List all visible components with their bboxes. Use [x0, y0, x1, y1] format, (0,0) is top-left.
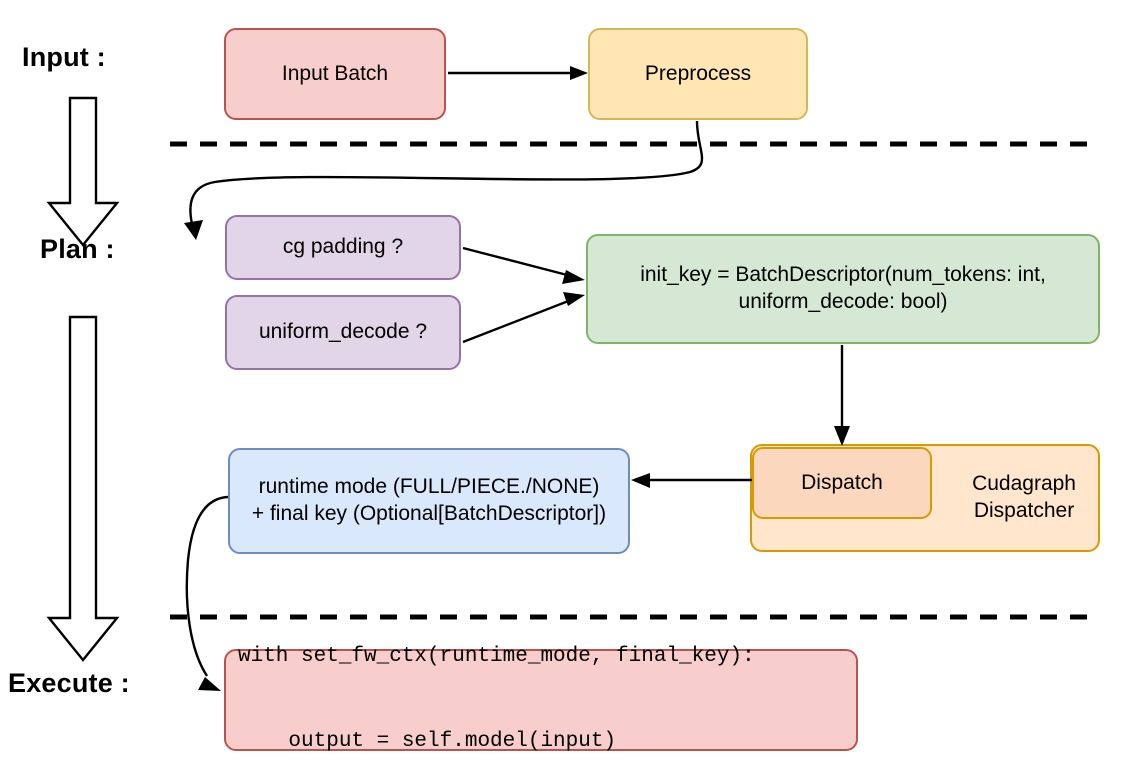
connector-cg-padding-to-init-key: [462, 246, 585, 284]
node-preprocess[interactable]: Preprocess: [588, 28, 808, 120]
connector-dispatch-to-runtime-mode: [631, 473, 752, 488]
stage-label-input: Input :: [22, 42, 106, 72]
node-uniform-decode-label: uniform_decode ?: [258, 320, 428, 344]
node-init-key[interactable]: init_key = BatchDescriptor(num_tokens: i…: [586, 234, 1100, 344]
node-input-batch[interactable]: Input Batch: [224, 28, 446, 120]
stage-label-execute: Execute :: [8, 668, 130, 698]
node-runtime-mode-line1: runtime mode (FULL/PIECE./NONE): [258, 475, 600, 499]
down-block-arrow-icon-input-plan: [46, 96, 120, 247]
node-cg-padding[interactable]: cg padding ?: [225, 215, 461, 280]
down-block-arrow-icon-plan-execute: [46, 315, 120, 662]
node-init-key-line1: init_key = BatchDescriptor(num_tokens: i…: [640, 263, 1046, 287]
connector-init-key-to-dispatch: [834, 345, 850, 446]
node-preprocess-label: Preprocess: [644, 61, 752, 85]
connector-runtime-mode-to-execute-code: [185, 495, 229, 691]
node-cudagraph-dispatcher-line1: Cudagraph: [972, 472, 1076, 496]
node-uniform-decode[interactable]: uniform_decode ?: [225, 295, 461, 370]
node-dispatch[interactable]: Dispatch: [752, 447, 932, 519]
connector-uniform-decode-to-init-key: [462, 292, 585, 344]
connector-input-batch-to-preprocess: [448, 66, 588, 80]
node-cg-padding-label: cg padding ?: [282, 235, 404, 259]
node-execute-code-line2: output = self.model(input): [238, 730, 617, 754]
node-input-batch-label: Input Batch: [281, 61, 389, 85]
node-cudagraph-dispatcher-line2: Dispatcher: [973, 499, 1075, 522]
node-runtime-mode-line2: + final key (Optional[BatchDescriptor]): [251, 502, 607, 525]
stage-label-plan: Plan :: [40, 234, 115, 264]
node-execute-code[interactable]: with set_fw_ctx(runtime_mode, final_key)…: [224, 645, 858, 753]
node-init-key-line2: uniform_decode: bool): [738, 290, 948, 313]
node-dispatch-label: Dispatch: [801, 470, 883, 494]
node-runtime-mode[interactable]: runtime mode (FULL/PIECE./NONE) + final …: [228, 448, 630, 554]
node-execute-code-line1: with set_fw_ctx(runtime_mode, final_key)…: [238, 645, 755, 669]
